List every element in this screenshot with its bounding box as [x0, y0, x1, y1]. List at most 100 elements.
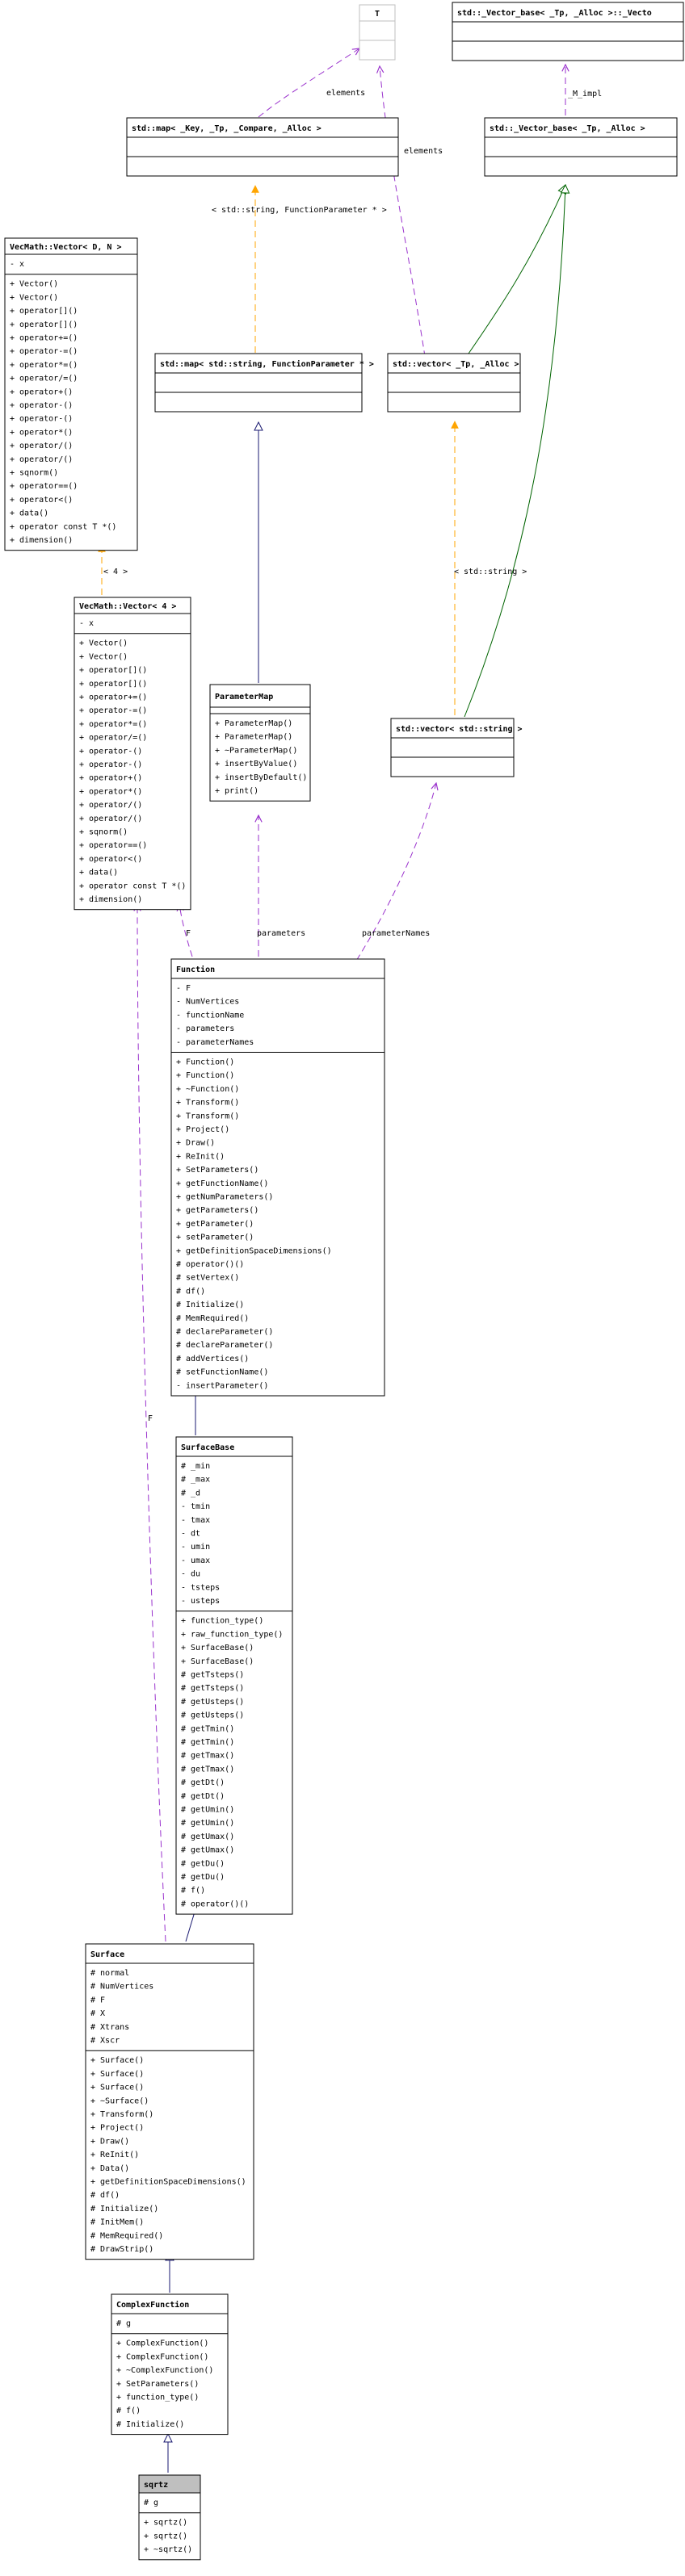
class-method: # setVertex(): [176, 1274, 239, 1283]
class-method: + operator*=(): [10, 361, 78, 370]
class-method: + sqrtz(): [144, 2532, 187, 2540]
class-method: + operator-=(): [10, 347, 78, 356]
class-title: VecMath::Vector< 4 >: [79, 602, 176, 611]
class-method: # getDu(): [181, 1859, 225, 1868]
class-member: # F: [90, 1996, 105, 2004]
label-parameters: parameters: [257, 929, 305, 938]
class-method: + data(): [79, 869, 118, 878]
class-member: - functionName: [176, 1011, 244, 1020]
class-title: ParameterMap: [215, 693, 273, 702]
class-method: + operator+=(): [10, 334, 78, 343]
class-method: + ComplexFunction(): [116, 2339, 208, 2348]
class-method: # getTsteps(): [181, 1671, 244, 1680]
class-method: + getParameters(): [176, 1206, 258, 1215]
class-method: # MemRequired(): [176, 1314, 249, 1323]
class-node-surfacebase[interactable]: SurfaceBase# _min# _max# _d- tmin- tmax-…: [175, 1436, 293, 1915]
class-method: + Vector(): [79, 639, 128, 648]
class-title-box: [175, 1436, 293, 1457]
class-method: + operator*(): [10, 428, 73, 437]
class-node-vector-base[interactable]: std::_Vector_base< _Tp, _Alloc >::_Vecto: [452, 2, 684, 61]
class-method: + ParameterMap(): [215, 733, 292, 742]
class-method: # setFunctionName(): [176, 1368, 268, 1377]
class-title: std::_Vector_base< _Tp, _Alloc >::_Vecto: [457, 9, 652, 18]
class-method: + function_type(): [181, 1617, 263, 1626]
class-method: # df(): [90, 2191, 120, 2200]
class-method: + operator*=(): [79, 720, 147, 729]
class-method: + Transform(): [90, 2110, 153, 2119]
label-vec4-template: < 4 >: [103, 568, 128, 576]
class-method: + function_type(): [116, 2394, 199, 2402]
class-method: + raw_function_type(): [181, 1630, 283, 1639]
class-method: # getDt(): [181, 1792, 225, 1801]
class-title: std::_Vector_base< _Tp, _Alloc >: [490, 124, 645, 133]
class-method: # f(): [181, 1887, 205, 1895]
class-method: # declareParameter(): [176, 1341, 273, 1350]
class-title: std::map< std::string, FunctionParameter…: [160, 359, 374, 369]
class-member: # _d: [181, 1489, 200, 1497]
class-node-sqrtz[interactable]: sqrtz# g+ sqrtz()+ sqrtz()+ ~sqrtz(): [138, 2474, 201, 2561]
class-node-std-vector[interactable]: std::vector< _Tp, _Alloc >: [387, 353, 521, 413]
class-node-complexfunction[interactable]: ComplexFunction# g+ ComplexFunction()+ C…: [111, 2293, 229, 2436]
class-method: + operator-(): [10, 401, 73, 410]
class-node-vector-string[interactable]: std::vector< std::string >: [390, 718, 523, 777]
class-method: + ~Function(): [176, 1085, 239, 1094]
class-method: + setParameter(): [176, 1234, 254, 1242]
class-node-map-string[interactable]: std::map< std::string, FunctionParameter…: [154, 353, 374, 413]
label-surface-F: F: [148, 1414, 153, 1423]
class-member: # normal: [90, 1969, 129, 1978]
class-method: + getDefinitionSpaceDimensions(): [90, 2178, 246, 2187]
class-node-function[interactable]: Function- F- NumVertices- functionName- …: [170, 958, 385, 1397]
class-method: + operator-(): [79, 760, 142, 769]
class-method: + Function(): [176, 1071, 234, 1080]
class-method: + Vector(): [10, 293, 58, 302]
class-title: VecMath::Vector< D, N >: [10, 243, 121, 252]
class-box: [111, 2293, 229, 2436]
class-node-vector-base2[interactable]: std::_Vector_base< _Tp, _Alloc >: [484, 117, 678, 177]
class-method: # getDt(): [181, 1778, 225, 1787]
class-title-box: [390, 718, 515, 739]
class-method: # getUsteps(): [181, 1711, 244, 1720]
class-method: + insertByValue(): [215, 760, 297, 769]
class-method: + sqnorm(): [79, 828, 128, 837]
edge-function-F: [179, 904, 193, 957]
class-member: # Xtrans: [90, 2023, 129, 2032]
class-method: + ~ComplexFunction(): [116, 2366, 213, 2375]
class-method: + dimension(): [79, 895, 142, 904]
class-method: + sqrtz(): [144, 2519, 187, 2528]
class-title-box: [111, 2293, 229, 2314]
class-member: # g: [116, 2319, 131, 2328]
class-member: # X: [90, 2009, 105, 2018]
class-title-box: [4, 237, 138, 255]
class-method: + operator+=(): [79, 693, 147, 702]
class-node-T[interactable]: T: [359, 4, 396, 61]
class-node-vecmath-vector[interactable]: VecMath::Vector< D, N >- x+ Vector()+ Ve…: [4, 237, 138, 551]
class-title-box: [138, 2474, 201, 2494]
class-node-parametermap[interactable]: ParameterMap+ ParameterMap()+ ParameterM…: [209, 684, 311, 802]
class-node-map-generic[interactable]: std::map< _Key, _Tp, _Compare, _Alloc >: [126, 117, 399, 177]
class-title: std::map< _Key, _Tp, _Compare, _Alloc >: [132, 124, 321, 133]
class-method: + Draw(): [90, 2137, 129, 2146]
class-method: + SetParameters(): [116, 2380, 199, 2389]
class-member: - tsteps: [181, 1583, 220, 1592]
class-method: # InitMem(): [90, 2218, 144, 2227]
class-method: + operator-(): [79, 747, 142, 756]
class-method: + getNumParameters(): [176, 1193, 273, 1202]
class-method: # getUmax(): [181, 1846, 234, 1855]
class-member: - x: [79, 619, 94, 628]
class-method: # getTmin(): [181, 1738, 234, 1747]
class-method: + getDefinitionSpaceDimensions(): [176, 1246, 332, 1255]
class-title-box: [74, 597, 191, 614]
class-title: SurfaceBase: [181, 1443, 234, 1452]
class-method: + operator[](): [79, 666, 147, 675]
class-method: - insertParameter(): [176, 1381, 268, 1390]
class-method: # df(): [176, 1287, 205, 1296]
class-node-surface[interactable]: Surface# normal# NumVertices# F# X# Xtra…: [85, 1943, 254, 2260]
class-method: # getUmin(): [181, 1806, 234, 1815]
class-method: + operator/(): [79, 801, 142, 810]
class-member: - parameterNames: [176, 1038, 254, 1047]
class-node-vecmath-vector4[interactable]: VecMath::Vector< 4 >- x+ Vector()+ Vecto…: [74, 597, 191, 911]
class-method: + insertByDefault(): [215, 773, 307, 782]
class-method: + operator const T *(): [79, 882, 186, 890]
class-method: + operator/=(): [79, 734, 147, 743]
